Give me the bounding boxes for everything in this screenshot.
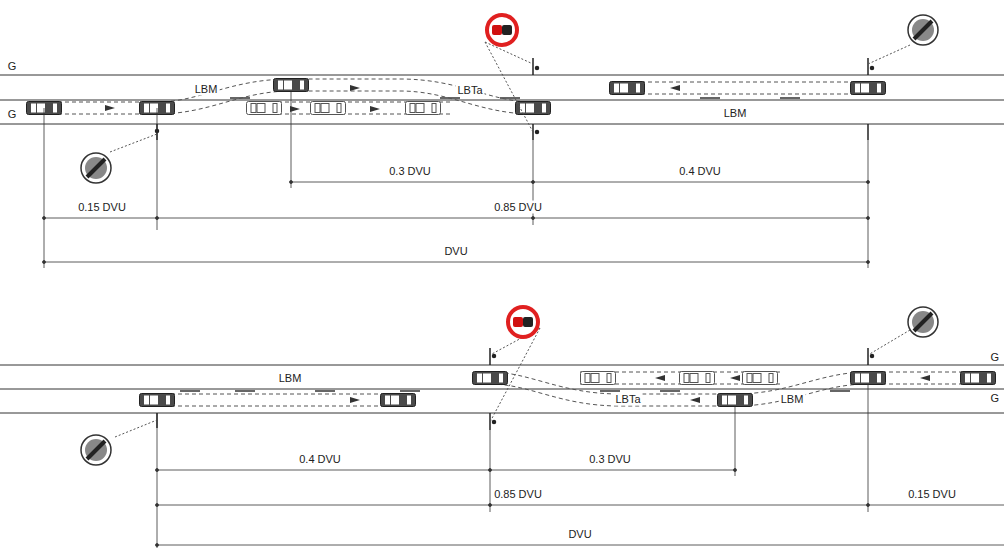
dimension-label: 0.85 DVU bbox=[492, 488, 544, 501]
dimension-label: 0.3 DVU bbox=[387, 165, 433, 178]
marking-code: LBM bbox=[779, 393, 806, 406]
dimension-label: 0.85 DVU bbox=[492, 201, 544, 214]
dimension-label: DVU bbox=[442, 245, 469, 258]
dimension-label: DVU bbox=[566, 528, 593, 541]
marking-code: LBTa bbox=[613, 393, 642, 406]
dimension-label: 0.3 DVU bbox=[587, 453, 633, 466]
marking-code: LBM bbox=[277, 372, 304, 385]
marking-code: LBM bbox=[193, 83, 220, 96]
road-edge-letter: G bbox=[6, 60, 19, 73]
marking-code: LBTa bbox=[455, 84, 484, 97]
dimension-label: 0.4 DVU bbox=[677, 165, 723, 178]
dimension-label: 0.15 DVU bbox=[906, 488, 958, 501]
marking-code: LBM bbox=[722, 107, 749, 120]
road-edge-letter: G bbox=[6, 108, 19, 121]
road-edge-letter: G bbox=[988, 351, 1001, 364]
dimension-label: 0.15 DVU bbox=[76, 201, 128, 214]
dimension-label: 0.4 DVU bbox=[297, 453, 343, 466]
road-edge-letter: G bbox=[988, 392, 1001, 405]
